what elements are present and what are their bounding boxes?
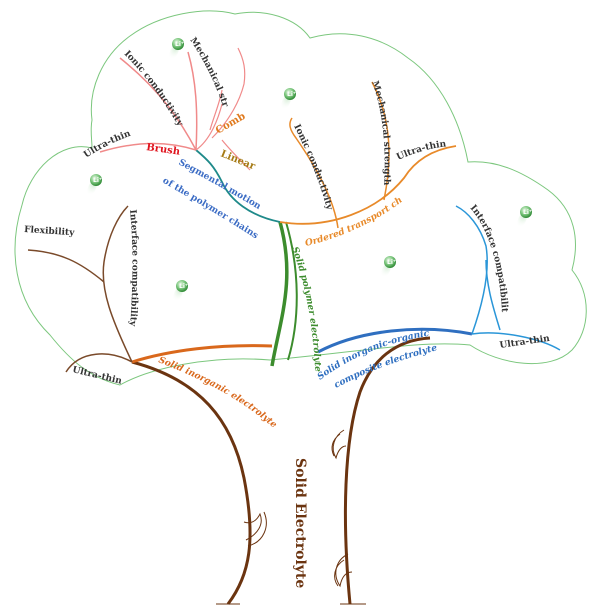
lithium-ion-label: Li⁺ (387, 259, 396, 266)
label-linear: Linear (219, 149, 257, 173)
polymer-subbranches (99, 47, 457, 229)
label-ionic-conductivity-left: Ionic conductivity (122, 49, 185, 129)
inorganic-subbranches (27, 205, 133, 373)
composite-branch (317, 327, 473, 354)
lithium-ions: Li⁺ Li⁺ Li⁺ Li⁺ Li⁺ Li⁺ (87, 38, 532, 302)
lithium-ion-label: Li⁺ (175, 41, 184, 48)
lithium-ion-label: Li⁺ (523, 209, 532, 216)
inorganic-branch (131, 344, 273, 364)
canopy-outline (14, 10, 587, 386)
label-ionic-conductivity-right: Ionic conductivity (291, 123, 334, 212)
label-solid-inorganic: Solid inorganic electrolyte (157, 355, 279, 430)
label-ultra-thin-left: Ultra-thin (71, 365, 123, 387)
tree-trunk (131, 336, 431, 605)
lithium-ion-label: Li⁺ (93, 177, 102, 184)
label-interface-left: Interface compatibility (127, 209, 139, 327)
label-ordered-channel: Ordered transport channel (0, 0, 405, 249)
composite-subbranches (455, 205, 561, 351)
lithium-ion-icon: Li⁺ (281, 88, 296, 110)
label-composite-line2: composite electrolyte (333, 343, 439, 390)
lithium-ion-icon: Li⁺ (169, 38, 184, 60)
label-mechanical-strength-right: Mechanical strength (369, 80, 391, 186)
label-interface-right: Interface compatibility (0, 0, 509, 313)
lithium-ion-label: Li⁺ (287, 91, 296, 98)
polymer-branch-inner (285, 221, 298, 361)
label-ultra-thin-left-top: Ultra-thin (82, 129, 132, 161)
label-flexibility: Flexibility (24, 225, 76, 238)
lithium-ion-icon: Li⁺ (87, 174, 102, 196)
lithium-ion-icon: Li⁺ (173, 280, 188, 302)
lithium-ion-icon: Li⁺ (517, 206, 532, 228)
lithium-ion-icon: Li⁺ (381, 256, 396, 278)
polymer-branch (270, 221, 289, 367)
diagram-title: Solid Electrolyte (292, 458, 308, 588)
label-brush: Brush (146, 142, 182, 158)
label-ultra-thin-right: Ultra-thin (499, 334, 551, 351)
lithium-ion-label: Li⁺ (179, 283, 188, 290)
